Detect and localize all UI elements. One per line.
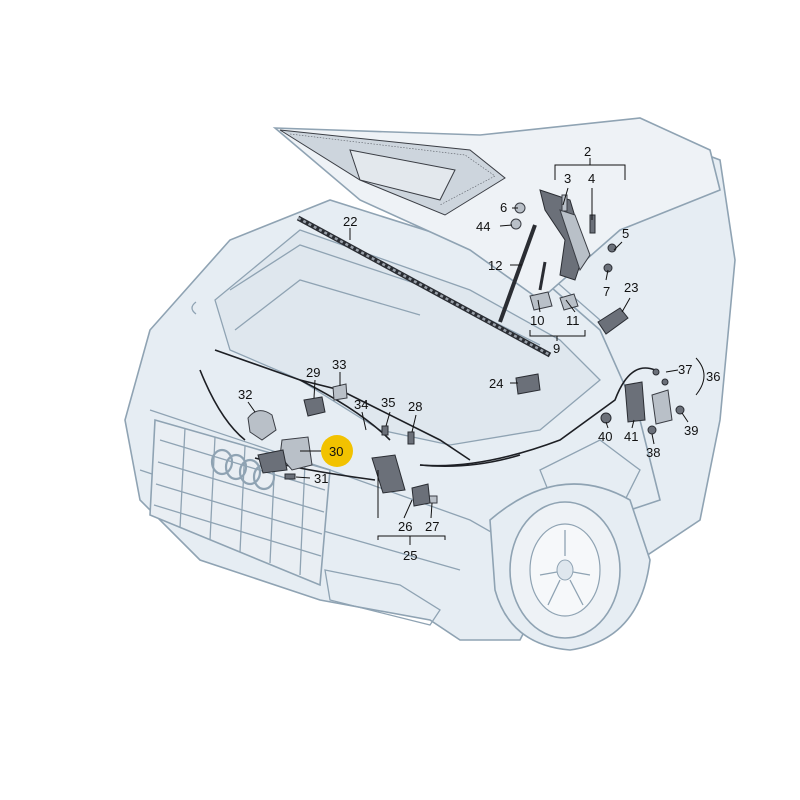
callout-27: 27 [425,519,439,534]
callout-28: 28 [408,399,422,414]
callout-44: 44 [476,219,490,234]
part-29 [303,396,326,417]
callout-33: 33 [332,357,346,372]
callout-32: 32 [238,387,252,402]
highlight-circle-30 [321,435,353,467]
callout-labels: 2 3 4 5 6 7 9 10 11 12 22 23 24 25 26 27… [238,144,720,563]
part-35 [381,425,389,436]
part-32 [247,410,277,441]
part-lock-carrier [257,449,288,474]
callout-4: 4 [588,171,595,186]
callout-7: 7 [603,284,610,299]
callout-30: 30 [329,444,343,459]
callout-12: 12 [488,258,502,273]
callout-3: 3 [564,171,571,186]
part-26-latch [371,454,406,494]
callout-40: 40 [598,429,612,444]
part-24 [515,373,541,395]
hood-lock-parts [247,383,438,507]
part-25-lock [411,483,431,507]
callout-39: 39 [684,423,698,438]
callout-23: 23 [624,280,638,295]
callout-38: 38 [646,445,660,460]
callout-31: 31 [314,471,328,486]
callout-6: 6 [500,200,507,215]
seal-strip-22 [296,215,552,358]
callout-34: 34 [354,397,368,412]
callout-22: 22 [343,214,357,229]
callout-24: 24 [489,376,503,391]
callout-2: 2 [584,144,591,159]
callout-9: 9 [553,341,560,356]
callout-11: 11 [566,313,580,328]
leader-lines [247,158,705,545]
callout-37: 37 [678,362,692,377]
callout-35: 35 [381,395,395,410]
part-28-bolt [407,431,415,445]
callout-26: 26 [398,519,412,534]
four-rings-emblem [210,448,276,491]
hood-hinge-assembly [498,189,617,323]
callout-29: 29 [306,365,320,380]
callout-10: 10 [530,313,544,328]
callout-41: 41 [624,429,638,444]
engine-hood [272,117,721,302]
callout-36: 36 [706,369,720,384]
right-side-lock-parts [600,368,685,435]
part-23 [597,307,629,335]
part-33 [332,383,348,401]
part-31-bolt [284,473,296,480]
callout-25: 25 [403,548,417,563]
callout-5: 5 [622,226,629,241]
